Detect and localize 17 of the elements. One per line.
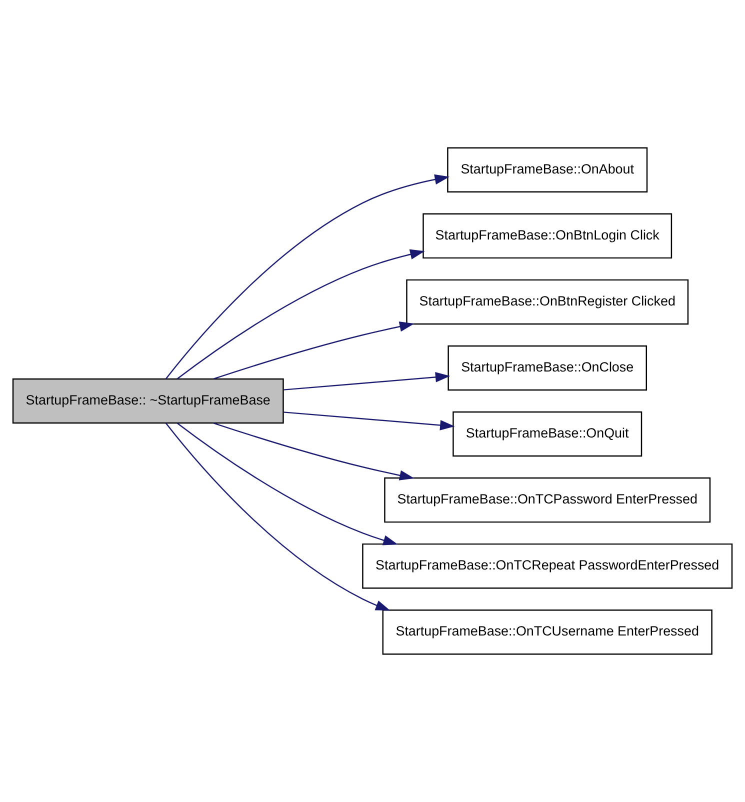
node-box: StartupFrameBase::OnBtnRegister Clicked <box>406 279 689 325</box>
node-box: StartupFrameBase::OnAbout <box>447 147 648 193</box>
node-box: StartupFrameBase::OnTCUsername EnterPressed <box>382 609 712 655</box>
arrow <box>213 322 414 380</box>
node-box: StartupFrameBase::OnBtnLogin Click <box>422 213 672 259</box>
arrow <box>176 249 425 380</box>
node-box: StartupFrameBase::OnQuit <box>452 411 642 457</box>
node-box: StartupFrameBase::OnTCRepeat PasswordEnterPressed <box>362 543 733 589</box>
arrow <box>213 422 414 480</box>
arrow <box>176 422 398 546</box>
arrow <box>284 372 450 390</box>
arrow <box>165 174 450 380</box>
arrow <box>165 422 390 611</box>
node-box: StartupFrameBase:: ~StartupFrameBase <box>12 378 284 424</box>
arrow <box>284 412 455 430</box>
node-box: StartupFrameBase::OnClose <box>448 345 647 391</box>
node-box: StartupFrameBase::OnTCPassword EnterPressed <box>384 477 711 523</box>
